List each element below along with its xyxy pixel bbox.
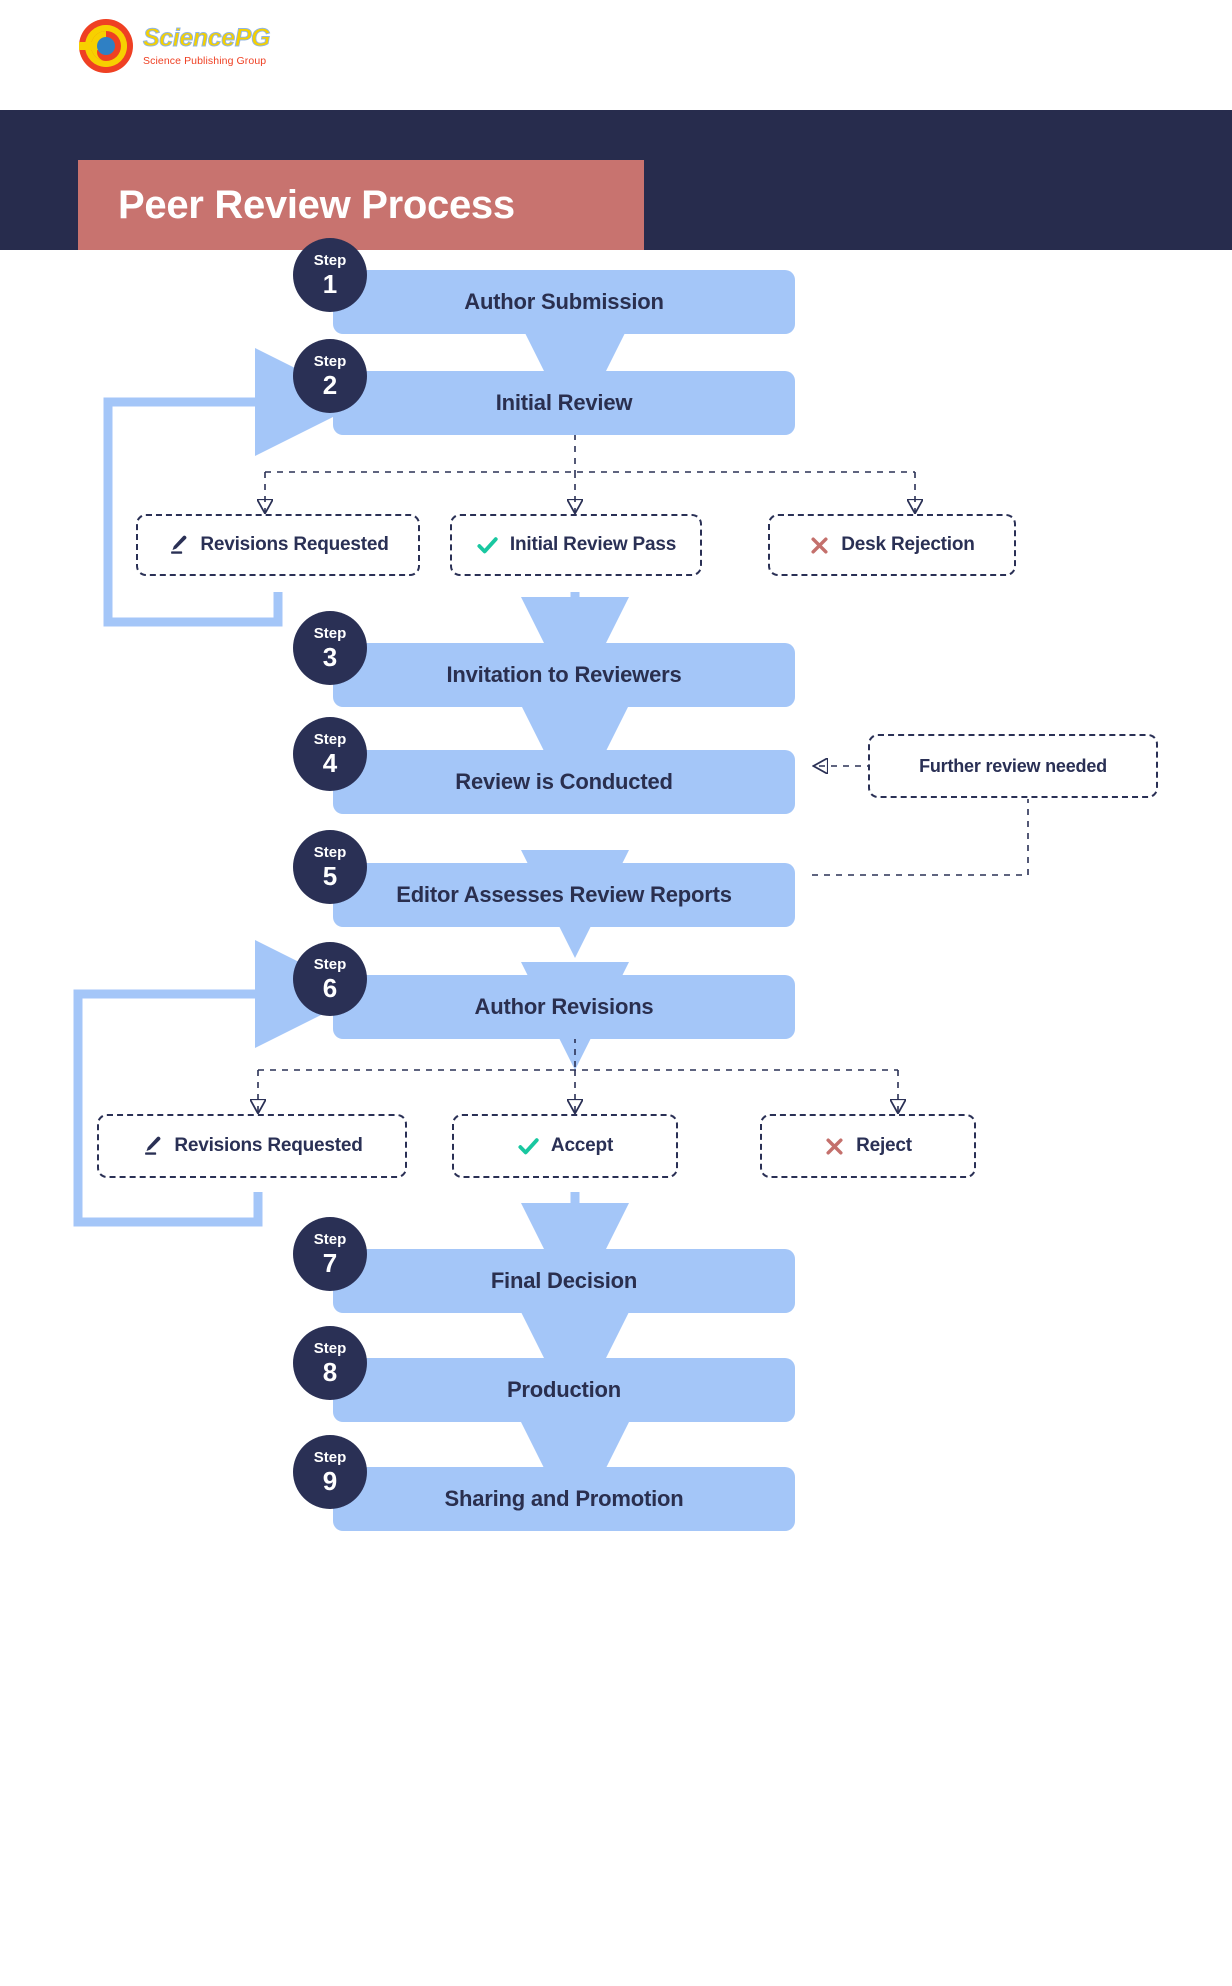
step-label: Invitation to Reviewers	[446, 662, 682, 687]
logo-subtitle: Science Publishing Group	[143, 54, 267, 67]
step-number: 6	[322, 973, 338, 1003]
step-number: 7	[322, 1248, 338, 1278]
step-box-invitation-to-reviewers[interactable]: Invitation to Reviewers	[333, 643, 795, 707]
step-word: Step	[313, 1340, 347, 1357]
decision-box-initial-review-pass[interactable]: Initial Review Pass	[450, 514, 702, 576]
step-number: 8	[322, 1357, 338, 1387]
decision-box-revisions-requested-2[interactable]: Revisions Requested	[97, 1114, 407, 1178]
step-box-author-submission[interactable]: Author Submission	[333, 270, 795, 334]
logo-wordmark: SciencePG Science Publishing Group	[143, 23, 271, 67]
step-badge-6: Step 6	[293, 942, 367, 1016]
logo-bar: SciencePG Science Publishing Group	[0, 0, 1232, 110]
step-word: Step	[313, 731, 347, 748]
decision-box-revisions-requested-1[interactable]: Revisions Requested	[136, 514, 420, 576]
step-label: Editor Assesses Review Reports	[396, 882, 732, 907]
step-word: Step	[313, 252, 347, 269]
decision-box-desk-rejection[interactable]: Desk Rejection	[768, 514, 1016, 576]
decision-box-accept[interactable]: Accept	[452, 1114, 678, 1178]
step-box-sharing-and-promotion[interactable]: Sharing and Promotion	[333, 1467, 795, 1531]
step-badge-5: Step 5	[293, 830, 367, 904]
sciencepg-circular-logo-icon	[79, 19, 133, 73]
step-word: Step	[313, 844, 347, 861]
step-word: Step	[313, 353, 347, 370]
note-label: Further review needed	[919, 755, 1107, 776]
flow-connectors	[73, 309, 1029, 1530]
step-box-final-decision[interactable]: Final Decision	[333, 1249, 795, 1313]
step-word: Step	[313, 956, 347, 973]
pencil-icon	[141, 1135, 163, 1157]
page-title: Peer Review Process	[118, 182, 515, 227]
step-badge-2: Step 2	[293, 339, 367, 413]
step-badge-4: Step 4	[293, 717, 367, 791]
step-label: Author Submission	[464, 289, 664, 314]
decision-label: Desk Rejection	[841, 534, 975, 555]
decision-label: Revisions Requested	[200, 534, 389, 555]
step-number: 9	[322, 1466, 338, 1496]
step-number: 2	[322, 370, 338, 400]
step-badge-9: Step 9	[293, 1435, 367, 1509]
step-label: Production	[506, 1377, 622, 1402]
step-label: Review is Conducted	[455, 769, 673, 794]
step-label: Author Revisions	[474, 994, 654, 1019]
step-box-production[interactable]: Production	[333, 1358, 795, 1422]
step-number: 4	[322, 748, 338, 778]
decision-label: Revisions Requested	[174, 1135, 363, 1156]
decision-label: Accept	[550, 1135, 614, 1156]
step-badge-8: Step 8	[293, 1326, 367, 1400]
step-word: Step	[313, 1231, 347, 1248]
step-label: Sharing and Promotion	[444, 1486, 684, 1511]
step-number: 3	[322, 642, 338, 672]
sciencepg-logo: SciencePG Science Publishing Group	[78, 18, 271, 74]
step-box-editor-assesses-review-reports[interactable]: Editor Assesses Review Reports	[333, 863, 795, 927]
decision-label: Initial Review Pass	[509, 534, 677, 555]
cross-icon	[824, 1136, 845, 1157]
step-word: Step	[313, 625, 347, 642]
step-label: Initial Review	[495, 390, 633, 415]
step-label: Final Decision	[490, 1268, 638, 1293]
step-number: 5	[322, 861, 338, 891]
logo-title: SciencePG	[143, 23, 271, 52]
flowchart: Step 1 Author Submission Step 2 Initial …	[0, 238, 1232, 1986]
step-number: 1	[322, 269, 338, 299]
check-icon	[476, 534, 499, 557]
step-badge-7: Step 7	[293, 1217, 367, 1291]
step-box-initial-review[interactable]: Initial Review	[333, 371, 795, 435]
decision-label: Reject	[856, 1135, 912, 1156]
decision-box-reject[interactable]: Reject	[760, 1114, 976, 1178]
step-badge-1: Step 1	[293, 238, 367, 312]
step-box-review-is-conducted[interactable]: Review is Conducted	[333, 750, 795, 814]
cross-icon	[809, 535, 830, 556]
step-badge-3: Step 3	[293, 611, 367, 685]
check-icon	[517, 1135, 540, 1158]
note-box-further-review-needed[interactable]: Further review needed	[868, 734, 1158, 798]
step-box-author-revisions[interactable]: Author Revisions	[333, 975, 795, 1039]
page-title-box: Peer Review Process	[78, 160, 644, 250]
step-word: Step	[313, 1449, 347, 1466]
pencil-icon	[167, 534, 189, 556]
